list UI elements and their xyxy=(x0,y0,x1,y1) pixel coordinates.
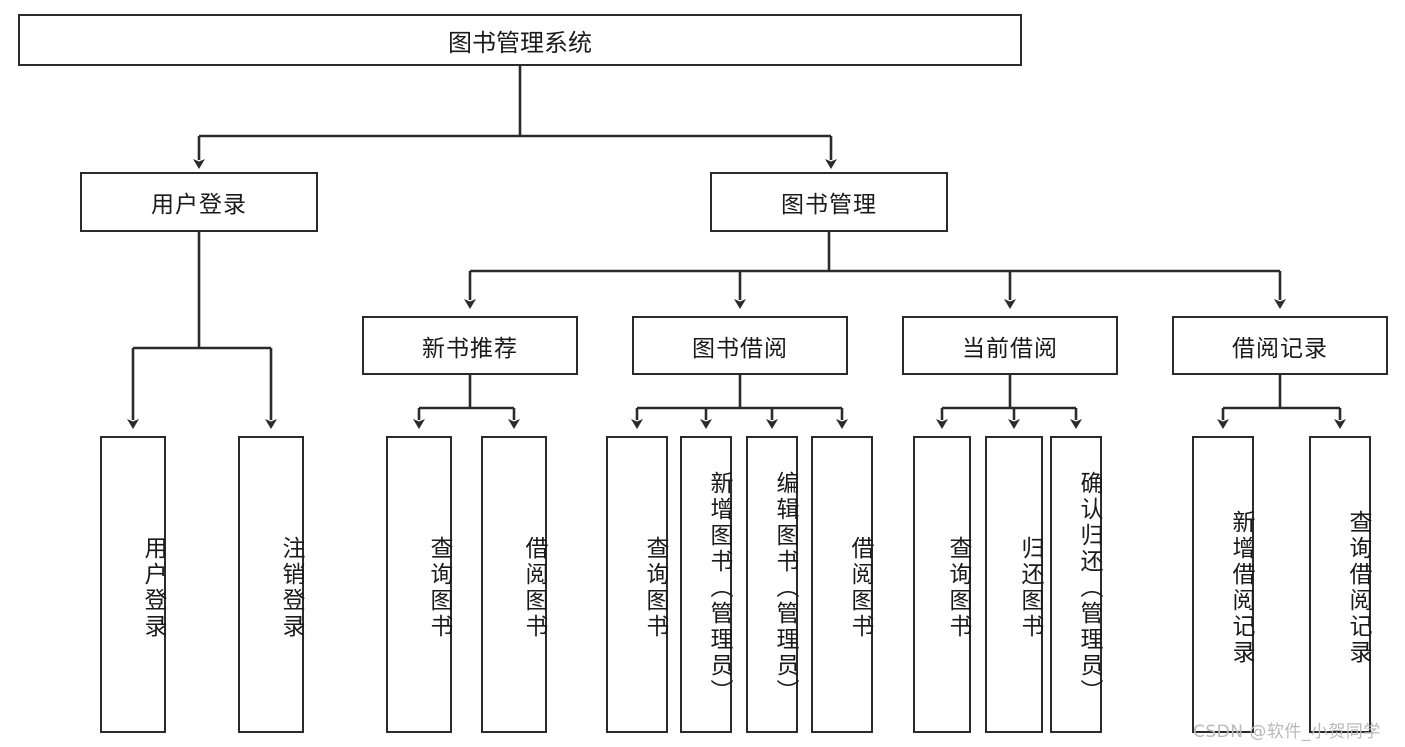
leaf-query-book-borrow[interactable]: 查询图书 xyxy=(606,436,668,733)
node-book-management[interactable]: 图书管理 xyxy=(710,172,948,232)
node-root[interactable]: 图书管理系统 xyxy=(18,14,1022,66)
leaf-logout-label: 注销登录 xyxy=(278,535,304,640)
leaf-borrow-book-label: 借阅图书 xyxy=(847,535,873,640)
leaf-query-book-current[interactable]: 查询图书 xyxy=(913,436,971,733)
node-book-borrow[interactable]: 图书借阅 xyxy=(632,316,848,375)
leaf-user-login[interactable]: 用户登录 xyxy=(100,436,166,733)
node-current-borrow-label: 当前借阅 xyxy=(962,335,1058,362)
leaf-query-book-recommend-label: 查询图书 xyxy=(426,535,452,640)
node-book-management-label: 图书管理 xyxy=(781,192,877,218)
leaf-query-borrow-record-label: 查询借阅记录 xyxy=(1345,509,1371,666)
leaf-query-book-borrow-label: 查询图书 xyxy=(642,535,668,640)
node-new-book-recommend[interactable]: 新书推荐 xyxy=(362,316,578,375)
leaf-confirm-return-admin-label: 确认归还（管理员） xyxy=(1076,470,1102,705)
node-current-borrow[interactable]: 当前借阅 xyxy=(902,316,1118,375)
node-user-login-label: 用户登录 xyxy=(151,192,247,218)
node-root-label: 图书管理系统 xyxy=(448,28,592,57)
leaf-return-book-label: 归还图书 xyxy=(1017,535,1043,640)
leaf-return-book[interactable]: 归还图书 xyxy=(985,436,1043,733)
leaf-add-borrow-record[interactable]: 新增借阅记录 xyxy=(1192,436,1254,733)
leaf-user-login-label: 用户登录 xyxy=(140,535,166,640)
node-book-borrow-label: 图书借阅 xyxy=(692,335,788,362)
leaf-edit-book-admin-label: 编辑图书（管理员） xyxy=(772,470,798,705)
leaf-borrow-book[interactable]: 借阅图书 xyxy=(811,436,873,733)
leaf-add-borrow-record-label: 新增借阅记录 xyxy=(1228,509,1254,666)
leaf-query-book-current-label: 查询图书 xyxy=(945,535,971,640)
node-borrow-record-label: 借阅记录 xyxy=(1232,335,1328,362)
leaf-borrow-book-recommend-label: 借阅图书 xyxy=(521,535,547,640)
leaf-borrow-book-recommend[interactable]: 借阅图书 xyxy=(481,436,547,733)
node-borrow-record[interactable]: 借阅记录 xyxy=(1172,316,1388,375)
leaf-edit-book-admin[interactable]: 编辑图书（管理员） xyxy=(746,436,798,733)
leaf-logout[interactable]: 注销登录 xyxy=(238,436,304,733)
leaf-query-book-recommend[interactable]: 查询图书 xyxy=(386,436,452,733)
leaf-confirm-return-admin[interactable]: 确认归还（管理员） xyxy=(1050,436,1102,733)
node-user-login[interactable]: 用户登录 xyxy=(80,172,318,232)
watermark: CSDN @软件_小贺同学 xyxy=(1193,722,1381,742)
leaf-query-borrow-record[interactable]: 查询借阅记录 xyxy=(1309,436,1371,733)
leaf-add-book-admin-label: 新增图书（管理员） xyxy=(706,470,732,705)
leaf-add-book-admin[interactable]: 新增图书（管理员） xyxy=(680,436,732,733)
node-new-book-recommend-label: 新书推荐 xyxy=(422,335,518,362)
